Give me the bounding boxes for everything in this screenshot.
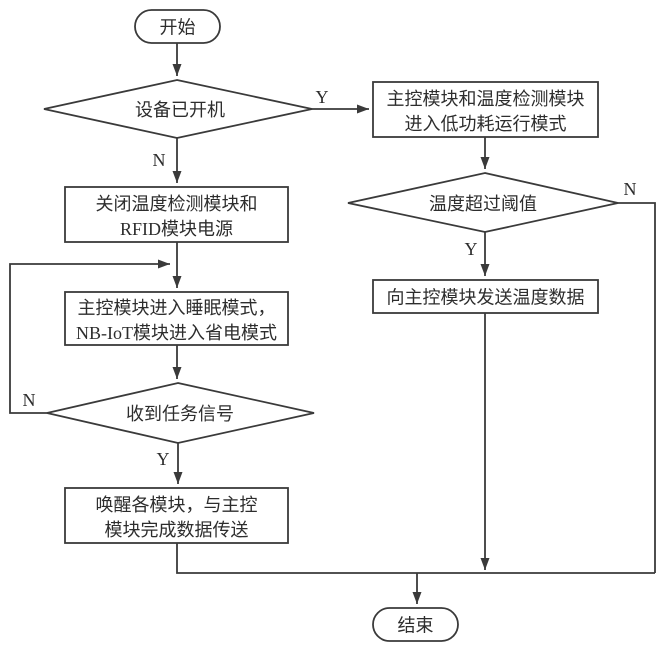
power-off-label-line1: 关闭温度检测模块和 bbox=[96, 194, 258, 214]
label-task-signal-no: N bbox=[23, 390, 36, 410]
temp-over-decision-shape bbox=[347, 172, 619, 233]
node-wake-up: 唤醒各模块，与主控 模块完成数据传送 bbox=[64, 487, 289, 544]
label-temp-over-no: N bbox=[624, 179, 637, 199]
low-power-label-line1: 主控模块和温度检测模块 bbox=[387, 89, 585, 109]
node-low-power: 主控模块和温度检测模块 进入低功耗运行模式 bbox=[372, 81, 599, 138]
temp-over-label: 温度超过阈值 bbox=[429, 194, 537, 214]
node-sleep-mode: 主控模块进入睡眠模式， NB-IoT模块进入省电模式 bbox=[64, 291, 289, 346]
power-off-process-shape bbox=[64, 186, 289, 243]
node-send-temp: 向主控模块发送温度数据 bbox=[372, 279, 599, 314]
sleep-mode-process-shape bbox=[64, 291, 289, 346]
send-temp-label: 向主控模块发送温度数据 bbox=[387, 288, 585, 308]
edge-wake-up-to-join bbox=[176, 543, 655, 574]
task-signal-label: 收到任务信号 bbox=[126, 404, 234, 424]
low-power-process-shape bbox=[372, 81, 599, 138]
power-off-label-line2: RFID模块电源 bbox=[120, 219, 233, 239]
device-on-label: 设备已开机 bbox=[135, 100, 225, 120]
task-signal-decision-shape bbox=[46, 382, 315, 444]
label-task-signal-yes: Y bbox=[157, 449, 170, 469]
label-temp-over-yes: Y bbox=[465, 239, 478, 259]
device-on-decision-shape bbox=[43, 79, 313, 139]
node-device-on: 设备已开机 bbox=[43, 79, 313, 139]
start-label: 开始 bbox=[160, 18, 196, 38]
edge-temp-over-no bbox=[618, 202, 656, 573]
label-device-on-yes: Y bbox=[316, 87, 329, 107]
edge-task-signal-no-loop bbox=[9, 259, 170, 414]
wake-up-label-line1: 唤醒各模块，与主控 bbox=[96, 495, 258, 515]
node-start: 开始 bbox=[134, 9, 221, 44]
sleep-mode-label-line2: NB-IoT模块进入省电模式 bbox=[76, 323, 277, 343]
flowchart-edges bbox=[9, 43, 656, 604]
node-task-signal: 收到任务信号 bbox=[46, 382, 315, 444]
send-temp-process-shape bbox=[372, 279, 599, 314]
end-terminator-shape bbox=[372, 607, 459, 642]
node-end: 结束 bbox=[372, 607, 459, 642]
end-label: 结束 bbox=[398, 616, 434, 636]
label-device-on-no: N bbox=[153, 150, 166, 170]
node-temp-over: 温度超过阈值 bbox=[347, 172, 619, 233]
node-power-off: 关闭温度检测模块和 RFID模块电源 bbox=[64, 186, 289, 243]
wake-up-label-line2: 模块完成数据传送 bbox=[105, 520, 249, 540]
start-terminator-shape bbox=[134, 9, 221, 44]
sleep-mode-label-line1: 主控模块进入睡眠模式， bbox=[78, 298, 276, 318]
wake-up-process-shape bbox=[64, 487, 289, 544]
low-power-label-line2: 进入低功耗运行模式 bbox=[405, 114, 567, 134]
